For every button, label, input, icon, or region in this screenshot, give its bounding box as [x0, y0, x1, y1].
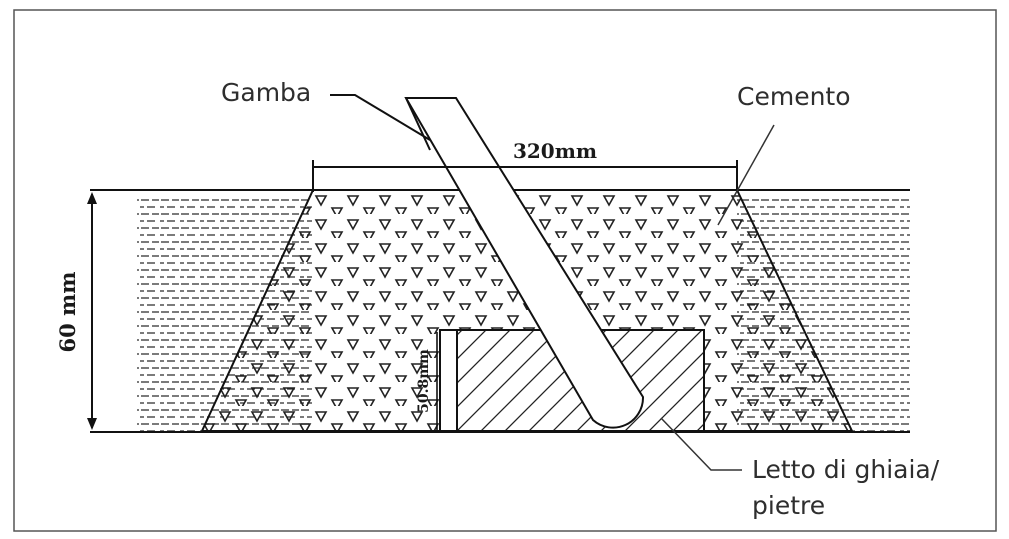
frame-border [13, 9, 997, 532]
leg-post [404, 97, 645, 429]
dim-width-label: 320mm [513, 139, 597, 163]
leader-gravel [660, 417, 742, 471]
dim-height-arrow-top [87, 192, 97, 204]
leader-cement [717, 124, 775, 226]
dim-height-label: 60 mm [55, 272, 80, 353]
label-cement: Cemento [737, 82, 851, 111]
dim-gravel-label: 50.8mm [416, 349, 432, 413]
dim-height-arrow-bottom [87, 418, 97, 430]
label-gravel-line2: pietre [752, 491, 825, 520]
label-gravel-line1: Letto di ghiaia/ [752, 455, 940, 484]
label-leg: Gamba [221, 78, 311, 107]
leader-leg [330, 94, 431, 141]
leg-edge-left [405, 97, 431, 151]
